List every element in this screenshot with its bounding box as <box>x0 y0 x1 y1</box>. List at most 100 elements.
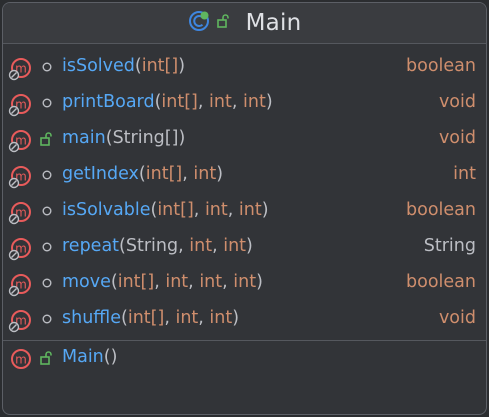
param-type: String[] <box>112 128 179 148</box>
paren-open: ( <box>138 164 146 184</box>
return-type: void <box>438 308 476 328</box>
svg-text:m: m <box>15 278 27 292</box>
param-separator: , <box>212 236 224 256</box>
public-lock-icon <box>39 131 55 147</box>
public-lock-icon <box>216 13 232 33</box>
paren-close: ) <box>265 92 273 112</box>
param-separator: , <box>154 272 166 292</box>
param-type: int <box>204 200 228 220</box>
param-type: int <box>238 200 262 220</box>
paren-close: ) <box>256 272 263 292</box>
param-type: int[] <box>145 164 183 184</box>
param-type: int <box>175 308 199 328</box>
param-separator: , <box>164 308 176 328</box>
class-header[interactable]: Main <box>3 3 486 44</box>
paren-close: ) <box>110 347 118 367</box>
return-type: boolean <box>406 200 476 220</box>
svg-text:m: m <box>15 242 27 256</box>
class-title: Main <box>245 10 302 36</box>
package-private-icon <box>39 59 55 75</box>
paren-open: ( <box>150 200 158 220</box>
method-name: main <box>62 128 106 148</box>
package-private-icon <box>39 95 55 111</box>
constructor-row[interactable]: m Main() <box>3 341 486 377</box>
method-signature: repeat(String, int, int) <box>62 236 253 256</box>
svg-text:m: m <box>15 170 27 184</box>
method-icon: m <box>8 57 32 81</box>
param-type: int <box>209 308 233 328</box>
param-separator: , <box>227 200 239 220</box>
svg-text:m: m <box>15 314 27 328</box>
param-separator: , <box>182 164 194 184</box>
method-name: move <box>62 272 111 292</box>
package-private-icon <box>39 239 55 255</box>
method-name: isSolved <box>62 56 135 76</box>
package-private-icon <box>39 275 55 291</box>
method-name: shuffle <box>62 308 121 328</box>
svg-text:m: m <box>15 353 27 367</box>
paren-open: ( <box>110 272 118 292</box>
paren-close: ) <box>178 128 186 148</box>
package-private-icon <box>39 203 55 219</box>
svg-text:m: m <box>15 206 27 220</box>
svg-text:m: m <box>15 134 27 148</box>
param-separator: , <box>197 92 210 112</box>
param-type: int[] <box>127 308 165 328</box>
method-icon: m <box>8 348 32 372</box>
param-type: int <box>189 236 213 256</box>
return-type: String <box>423 236 476 256</box>
method-icon: m <box>8 165 32 189</box>
method-icon: m <box>8 237 32 261</box>
param-separator: , <box>178 236 190 256</box>
param-separator: , <box>193 200 205 220</box>
method-name: printBoard <box>62 92 155 112</box>
param-type: int[] <box>117 272 155 292</box>
paren-open: ( <box>105 128 113 148</box>
method-name: Main <box>62 347 104 367</box>
param-type: int[] <box>161 92 198 112</box>
param-type: int <box>165 272 189 292</box>
method-signature: main(String[]) <box>62 128 185 148</box>
method-icon: m <box>8 309 32 333</box>
paren-open: ( <box>119 236 126 256</box>
svg-text:m: m <box>15 62 27 76</box>
method-icon: m <box>8 273 32 297</box>
paren-close: ) <box>246 236 253 256</box>
param-type: int[] <box>141 56 179 76</box>
method-name: repeat <box>62 236 120 256</box>
return-type: boolean <box>406 272 476 292</box>
param-type: int <box>223 236 247 256</box>
param-type: String <box>125 236 179 256</box>
method-signature: Main() <box>62 347 117 367</box>
paren-open: ( <box>154 92 162 112</box>
method-signature: isSolved(int[]) <box>62 56 185 76</box>
param-type: int <box>193 164 217 184</box>
param-separator: , <box>198 308 210 328</box>
paren-open: ( <box>103 347 111 367</box>
paren-close: ) <box>178 56 186 76</box>
section-divider <box>3 340 486 341</box>
paren-close: ) <box>261 200 269 220</box>
package-private-icon <box>39 167 55 183</box>
param-type: int <box>209 92 232 112</box>
paren-open: ( <box>121 308 128 328</box>
method-name: isSolvable <box>62 200 151 220</box>
return-type: int <box>453 164 476 184</box>
method-signature: isSolvable(int[], int, int) <box>62 200 269 220</box>
method-signature: printBoard(int[], int, int) <box>62 92 273 112</box>
param-type: int <box>242 92 266 112</box>
paren-close: ) <box>216 164 224 184</box>
paren-open: ( <box>134 56 142 76</box>
param-separator: , <box>222 272 234 292</box>
param-type: int <box>233 272 257 292</box>
